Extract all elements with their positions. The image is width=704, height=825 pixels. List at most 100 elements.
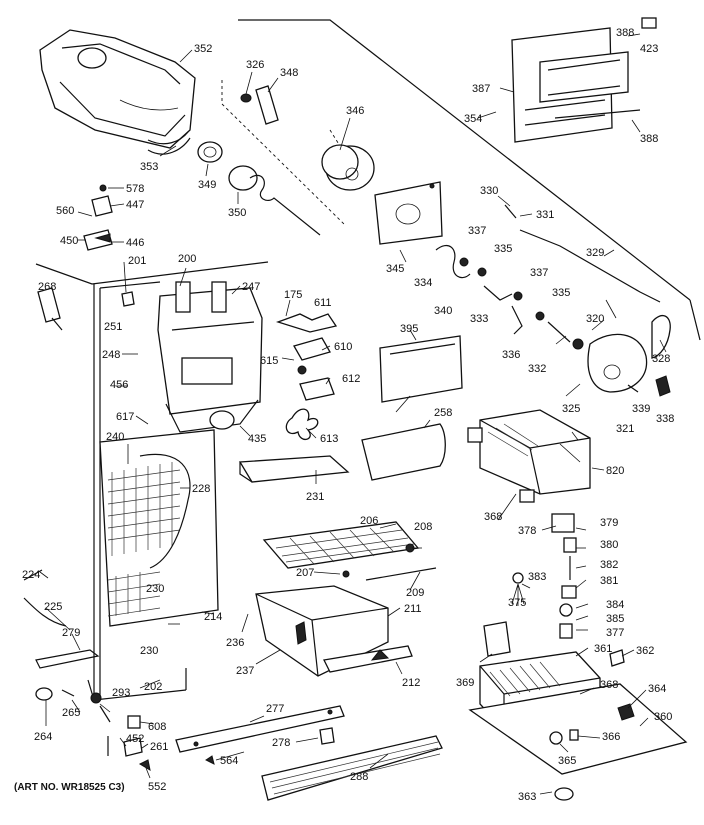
callout-368b: 368 — [600, 679, 618, 691]
callout-237: 237 — [236, 665, 254, 677]
callout-383: 383 — [528, 571, 546, 583]
callout-202: 202 — [144, 681, 162, 693]
callout-348: 348 — [280, 67, 298, 79]
callout-388b: 388 — [640, 133, 658, 145]
bracket-231 — [238, 455, 350, 483]
callout-364: 364 — [648, 683, 666, 695]
callout-381: 381 — [600, 575, 618, 587]
ice-maker-820 — [467, 409, 591, 495]
shelf-206 — [262, 521, 437, 581]
callout-278: 278 — [272, 737, 290, 749]
callout-611: 611 — [314, 297, 332, 309]
callout-207: 207 — [296, 567, 314, 579]
callout-447: 447 — [126, 199, 144, 211]
callout-326: 326 — [246, 59, 264, 71]
ice-bucket-352 — [39, 29, 196, 155]
callout-346: 346 — [346, 105, 364, 117]
callout-384: 384 — [606, 599, 624, 611]
callout-329: 329 — [586, 247, 604, 259]
callout-228: 228 — [192, 483, 210, 495]
callout-339: 339 — [632, 403, 650, 415]
callout-212: 212 — [402, 677, 420, 689]
toe-grille-288 — [261, 735, 443, 801]
callout-325: 325 — [562, 403, 580, 415]
callout-335a: 335 — [494, 243, 512, 255]
callout-247: 247 — [242, 281, 260, 293]
rail-277 — [175, 705, 345, 765]
callout-248: 248 — [102, 349, 120, 361]
evaporator-228 — [99, 429, 219, 627]
callout-345: 345 — [386, 263, 404, 275]
callout-362: 362 — [636, 645, 654, 657]
callout-379: 379 — [600, 517, 618, 529]
callout-363: 363 — [518, 791, 536, 803]
callout-230b: 230 — [140, 645, 158, 657]
callout-456: 456 — [110, 379, 128, 391]
fan-motor-346 — [321, 144, 375, 191]
callout-330: 330 — [480, 185, 498, 197]
callout-564: 564 — [220, 755, 238, 767]
callout-231: 231 — [306, 491, 324, 503]
callout-450: 450 — [60, 235, 78, 247]
callout-336: 336 — [502, 349, 520, 361]
callout-560: 560 — [56, 205, 74, 217]
callout-352: 352 — [194, 43, 212, 55]
callout-225: 225 — [44, 601, 62, 613]
callout-578: 578 — [126, 183, 144, 195]
callout-387: 387 — [472, 83, 490, 95]
callout-264: 264 — [34, 731, 52, 743]
callout-452: 452 — [126, 733, 144, 745]
control-panel-395 — [379, 335, 463, 403]
callout-334: 334 — [414, 277, 432, 289]
callout-293: 293 — [112, 687, 130, 699]
callout-279: 279 — [62, 627, 80, 639]
callout-353: 353 — [140, 161, 158, 173]
callout-265: 265 — [62, 707, 80, 719]
callout-337a: 337 — [468, 225, 486, 237]
callout-328: 328 — [652, 353, 670, 365]
callout-375: 375 — [508, 597, 526, 609]
callout-240: 240 — [106, 431, 124, 443]
callout-608: 608 — [148, 721, 166, 733]
callout-332: 332 — [528, 363, 546, 375]
callout-338: 338 — [656, 413, 674, 425]
ice-maker-motor-325 — [572, 314, 671, 397]
bracket-345 — [374, 181, 443, 245]
callout-617: 617 — [116, 411, 134, 423]
damper-parts — [83, 184, 113, 251]
callout-230a: 230 — [146, 583, 164, 595]
callout-380: 380 — [600, 539, 618, 551]
cabinet-frame — [35, 261, 269, 701]
callout-435: 435 — [248, 433, 266, 445]
callout-360: 360 — [654, 711, 672, 723]
callout-201: 201 — [128, 255, 146, 267]
compressor-area — [468, 621, 688, 801]
callout-258: 258 — [434, 407, 452, 419]
linkage-assembly — [435, 204, 661, 343]
callout-423: 423 — [640, 43, 658, 55]
callout-349: 349 — [198, 179, 216, 191]
cover-258 — [361, 423, 446, 481]
callout-615: 615 — [260, 355, 278, 367]
left-accessories — [23, 287, 135, 701]
callout-820: 820 — [606, 465, 624, 477]
callout-209: 209 — [406, 587, 424, 599]
callout-382: 382 — [600, 559, 618, 571]
callout-385: 385 — [606, 613, 624, 625]
callout-340: 340 — [434, 305, 452, 317]
leader-lines — [39, 33, 667, 795]
callout-206: 206 — [360, 515, 378, 527]
callout-368a: 368 — [484, 511, 502, 523]
bottom-left-hardware — [61, 689, 151, 772]
callout-251: 251 — [104, 321, 122, 333]
callout-354: 354 — [464, 113, 482, 125]
callout-200: 200 — [178, 253, 196, 265]
callout-552: 552 — [148, 781, 166, 793]
art-number: (ART NO. WR18525 C3) — [14, 782, 125, 793]
callout-261: 261 — [150, 741, 168, 753]
grille-387 — [511, 17, 657, 143]
fan-blade-assembly — [275, 313, 338, 440]
callout-211: 211 — [404, 603, 422, 615]
